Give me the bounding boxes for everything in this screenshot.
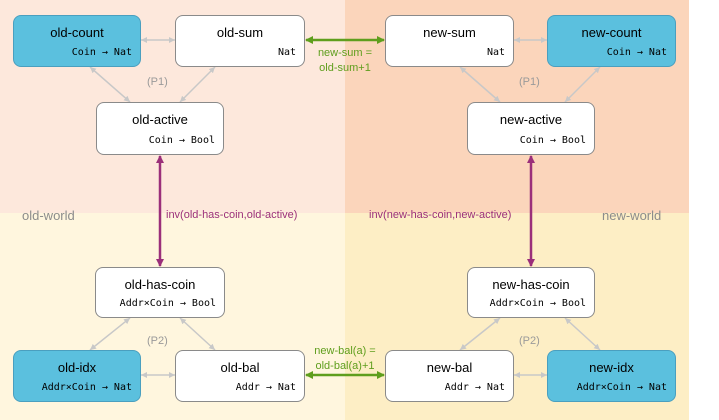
- bal-relation-line-1: new-bal(a) =: [314, 345, 376, 357]
- node-title: new-bal: [426, 360, 473, 375]
- edge-old-sum-old-active: [179, 66, 216, 103]
- old-sum-node[interactable]: old-sum Nat: [175, 15, 305, 67]
- old-has-coin-node[interactable]: old-has-coin Addr×Coin → Bool: [95, 267, 225, 318]
- node-title: new-active: [499, 112, 563, 127]
- p2-left-label: (P2): [147, 335, 168, 347]
- old-world-label: old-world: [22, 208, 75, 223]
- bal-relation-label: new-bal(a) = old-bal(a)+1: [300, 344, 390, 374]
- node-title: old-bal: [220, 360, 260, 375]
- p1-left-label: (P1): [147, 76, 168, 88]
- inv-old-label: inv(old-has-coin,old-active): [166, 209, 298, 221]
- node-title: old-has-coin: [124, 277, 196, 292]
- node-title: old-sum: [216, 25, 264, 40]
- sum-relation-line-1: new-sum =: [317, 47, 373, 59]
- old-bal-node[interactable]: old-bal Addr → Nat: [175, 350, 305, 402]
- bal-relation-line-2: old-bal(a)+1: [315, 360, 375, 372]
- inv-new-label: inv(new-has-coin,new-active): [369, 209, 512, 221]
- node-type: Addr×Coin → Nat: [576, 382, 667, 393]
- new-count-node[interactable]: new-count Coin → Nat: [547, 15, 676, 67]
- new-has-coin-node[interactable]: new-has-coin Addr×Coin → Bool: [467, 267, 595, 318]
- node-type: Coin → Bool: [148, 135, 215, 146]
- node-title: old-active: [132, 112, 188, 127]
- edge-new-count-new-active: [564, 66, 601, 103]
- edge-old-count-old-active: [89, 66, 131, 103]
- sum-relation-label: new-sum = old-sum+1: [305, 46, 385, 76]
- edge-old-has-coin-old-bal: [179, 317, 216, 351]
- node-title: new-count: [581, 25, 642, 40]
- node-title: old-count: [50, 25, 104, 40]
- old-active-node[interactable]: old-active Coin → Bool: [96, 102, 224, 155]
- new-active-node[interactable]: new-active Coin → Bool: [467, 102, 595, 155]
- edge-new-sum-new-active: [459, 66, 501, 103]
- node-title: new-idx: [589, 360, 634, 375]
- node-type: Nat: [486, 47, 505, 58]
- new-idx-node[interactable]: new-idx Addr×Coin → Nat: [547, 350, 676, 402]
- node-type: Coin → Bool: [519, 135, 586, 146]
- p1-right-label: (P1): [519, 76, 540, 88]
- new-world-label: new-world: [602, 208, 662, 223]
- new-bal-node[interactable]: new-bal Addr → Nat: [385, 350, 514, 402]
- edge-new-has-coin-new-idx: [564, 317, 601, 351]
- node-type: Addr → Nat: [235, 382, 296, 393]
- node-type: Coin → Nat: [606, 47, 667, 58]
- node-title: new-has-coin: [492, 277, 570, 292]
- old-idx-node[interactable]: old-idx Addr×Coin → Nat: [13, 350, 141, 402]
- node-type: Addr → Nat: [444, 382, 505, 393]
- node-type: Nat: [277, 47, 296, 58]
- node-title: new-sum: [423, 25, 476, 40]
- edge-new-has-coin-new-bal: [459, 317, 501, 351]
- new-sum-node[interactable]: new-sum Nat: [385, 15, 514, 67]
- node-title: old-idx: [57, 360, 97, 375]
- node-type: Addr×Coin → Bool: [119, 298, 216, 309]
- p2-right-label: (P2): [519, 335, 540, 347]
- node-type: Coin → Nat: [71, 47, 132, 58]
- node-type: Addr×Coin → Nat: [41, 382, 132, 393]
- old-count-node[interactable]: old-count Coin → Nat: [13, 15, 141, 67]
- edge-old-has-coin-old-idx: [89, 317, 131, 351]
- sum-relation-line-2: old-sum+1: [319, 62, 371, 74]
- node-type: Addr×Coin → Bool: [489, 298, 586, 309]
